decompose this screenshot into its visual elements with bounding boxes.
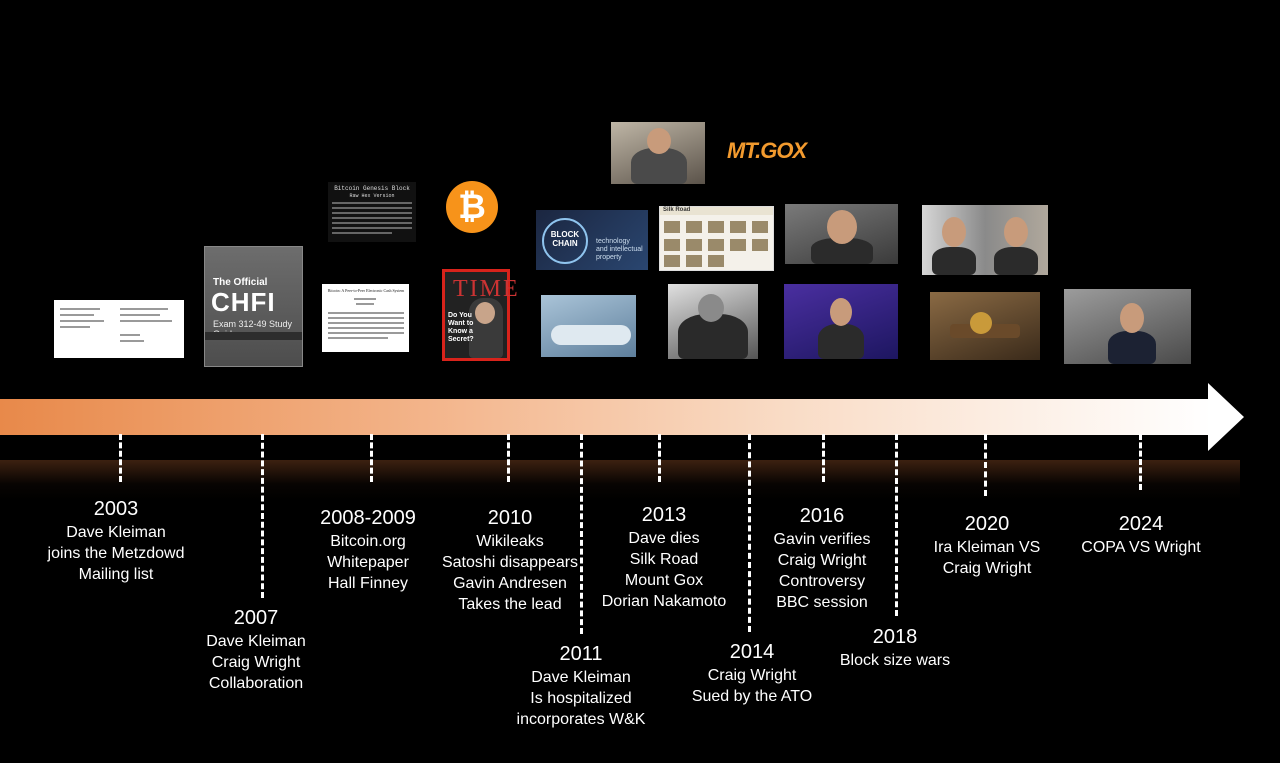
event-2010: 2010 Wikileaks Satoshi disappears Gavin … xyxy=(436,506,584,615)
event-year: 2024 xyxy=(1118,513,1164,535)
event-year: 2010 xyxy=(487,507,533,529)
event-2014: 2014 Craig Wright Sued by the ATO xyxy=(684,640,820,707)
event-2003: 2003 Dave Kleiman joins the Metzdowd Mai… xyxy=(40,497,192,585)
tick-2016 xyxy=(822,434,825,482)
tick-2014 xyxy=(748,434,751,632)
timeline-arrow-head xyxy=(1208,383,1244,451)
event-year: 2007 xyxy=(233,607,279,629)
tick-2008-2009 xyxy=(370,434,373,482)
event-year: 2020 xyxy=(964,513,1010,535)
hospital-photo-image xyxy=(541,295,636,357)
event-2018: 2018 Block size wars xyxy=(832,625,958,671)
mtgox-logo-image: MT.GOX xyxy=(727,138,807,163)
event-2024: 2024 COPA VS Wright xyxy=(1074,512,1208,558)
tick-2011 xyxy=(580,434,583,634)
arrow-reflection xyxy=(0,460,1240,500)
bitcoin-whitepaper-image: Bitcoin: A Peer-to-Peer Electronic Cash … xyxy=(322,284,409,352)
event-2020: 2020 Ira Kleiman VS Craig Wright xyxy=(922,512,1052,579)
tick-2003 xyxy=(119,434,122,482)
event-2011: 2011 Dave Kleiman Is hospitalized incorp… xyxy=(506,642,656,730)
tick-2018 xyxy=(895,434,898,616)
event-year: 2016 xyxy=(799,505,845,527)
event-2016: 2016 Gavin verifies Craig Wright Controv… xyxy=(758,504,886,613)
event-2007: 2007 Dave Kleiman Craig Wright Collabora… xyxy=(196,606,316,694)
tick-2013 xyxy=(658,434,661,482)
dave-kleiman-photo-image xyxy=(668,284,758,359)
craig-wright-court-photo-image xyxy=(1064,289,1191,364)
tick-2024 xyxy=(1139,434,1142,490)
event-year: 2011 xyxy=(559,643,603,665)
event-2008-2009: 2008-2009 Bitcoin.org Whitepaper Hall Fi… xyxy=(308,506,428,594)
tick-2020 xyxy=(984,434,987,496)
genesis-block-image: Bitcoin Genesis Block Raw Hex Version xyxy=(328,182,416,242)
craig-wright-photo-image xyxy=(785,204,898,264)
mailing-list-document-image xyxy=(54,300,184,358)
silk-road-website-image: Silk Road xyxy=(659,206,774,271)
time-magazine-cover-image: TIME Do You Want to Know a Secret? xyxy=(442,269,518,361)
timeline-arrow-shaft xyxy=(0,399,1212,435)
tick-2010 xyxy=(507,434,510,482)
event-year: 2013 xyxy=(641,504,687,526)
event-year: 2014 xyxy=(729,641,775,663)
event-year: 2018 xyxy=(872,626,918,648)
gavin-andresen-stage-photo-image xyxy=(784,284,898,359)
event-year: 2003 xyxy=(93,498,139,520)
block-size-wars-duo-photo-image xyxy=(922,205,1048,275)
bitcoin-logo-icon: ₿ xyxy=(446,181,498,233)
gavel-bitcoin-photo-image xyxy=(930,292,1040,360)
tick-2007 xyxy=(261,434,264,598)
event-year: 2008-2009 xyxy=(320,507,416,529)
dorian-nakamoto-photo-image xyxy=(611,122,705,184)
event-2013: 2013 Dave dies Silk Road Mount Gox Doria… xyxy=(596,503,732,612)
chfi-book-cover-image: The Official CHFI Exam 312-49 Study Guid… xyxy=(204,246,303,367)
